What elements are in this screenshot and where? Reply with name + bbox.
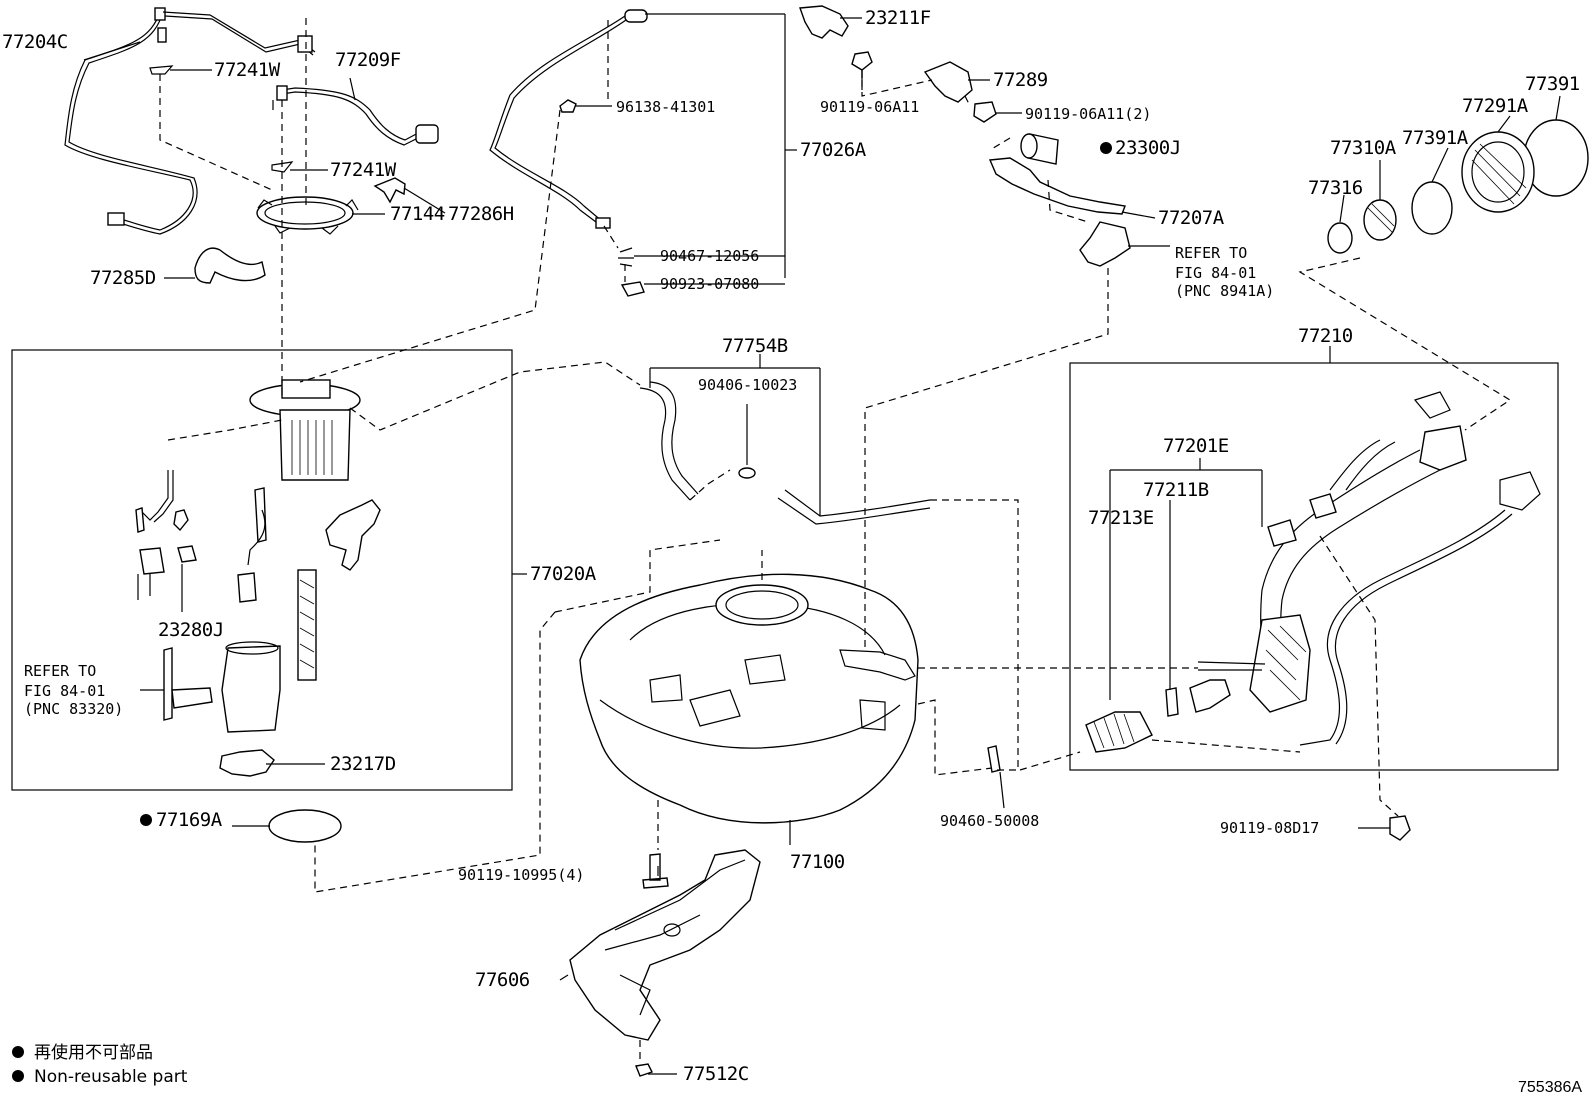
filler-pipe-77210 <box>1085 391 1541 753</box>
wire-77204C <box>64 7 316 235</box>
label-77207A: 77207A <box>1158 207 1225 229</box>
fuel-pump-group-box <box>11 349 513 791</box>
retainer-ring-77144 <box>256 196 359 235</box>
label-refer-to-8941A-line3: (PNC 8941A) <box>1175 282 1274 300</box>
label-refer-to-8941A-line1: REFER TO <box>1175 244 1247 262</box>
label-77026A: 77026A <box>800 139 867 161</box>
bolt-90119-10995 <box>642 853 669 889</box>
clip-77241W-lower <box>271 161 294 173</box>
hole-77606 <box>663 923 681 937</box>
bracket-77286H <box>373 177 406 204</box>
label-77606: 77606 <box>475 969 530 991</box>
clip-77241W-upper <box>149 65 174 75</box>
label-77286H: 77286H <box>448 203 514 225</box>
legend-line-english: Non-reusable part <box>34 1067 188 1087</box>
cap-77310A <box>1363 199 1397 241</box>
label-90406-10023: 90406-10023 <box>698 376 797 394</box>
gasket-77169A <box>268 809 342 843</box>
label-77210: 77210 <box>1298 325 1353 347</box>
legend-line-japanese: 再使用不可部品 <box>34 1042 153 1063</box>
label-90119-06A11: 90119-06A11 <box>820 98 919 116</box>
label-77204C: 77204C <box>2 31 68 53</box>
clip-77512C <box>635 1063 653 1077</box>
label-23217D: 23217D <box>330 753 396 775</box>
label-90119-06A11-2: 90119-06A11(2) <box>1025 105 1151 123</box>
label-77289: 77289 <box>993 69 1048 91</box>
label-96138-41301: 96138-41301 <box>616 98 715 116</box>
fuel-tank-77100 <box>579 573 919 824</box>
label-refer-to-83320-line2: FIG 84-01 <box>24 682 105 700</box>
housing-77291A <box>1461 131 1535 213</box>
label-90923-07080: 90923-07080 <box>660 275 759 293</box>
label-90119-10995: 90119-10995(4) <box>458 866 584 884</box>
filler-pipe-group-box <box>1069 362 1559 771</box>
label-77211B: 77211B <box>1143 479 1209 501</box>
canister-filter-23300J <box>1020 133 1059 165</box>
label-77241W-lower: 77241W <box>330 159 397 181</box>
label-77241W-upper: 77241W <box>214 59 281 81</box>
label-77512C: 77512C <box>683 1063 749 1085</box>
label-23211F: 23211F <box>865 7 931 29</box>
label-refer-to-8941A-line2: FIG 84-01 <box>1175 264 1256 282</box>
label-77020A: 77020A <box>530 563 597 585</box>
bolt-90119-08D17 <box>1389 815 1411 841</box>
legend-bullet-2 <box>12 1070 24 1082</box>
hose-77754B <box>639 381 931 525</box>
protector-77285D <box>194 247 266 284</box>
label-77316: 77316 <box>1308 177 1363 199</box>
wire-77209F <box>272 85 439 146</box>
cap-90923-07080 <box>620 281 645 297</box>
non-reusable-mark-77169A <box>140 814 152 826</box>
fuel-pump-assembly-77020A <box>135 379 381 777</box>
label-refer-to-83320-line3: (PNC 83320) <box>24 700 123 718</box>
label-77285D: 77285D <box>90 267 156 289</box>
bracket-77289 <box>923 61 973 103</box>
bracket-23211F <box>799 5 849 39</box>
gasket-77391 <box>1523 119 1589 197</box>
label-77391: 77391 <box>1525 73 1580 95</box>
protector-77606 <box>569 849 761 1041</box>
bracket-77207A <box>988 157 1126 215</box>
legend-bullet-1 <box>12 1046 24 1058</box>
leader-lines <box>83 13 1561 1075</box>
non-reusable-mark-23300J <box>1100 142 1112 154</box>
valve-8941A <box>1079 221 1131 267</box>
label-77144: 77144 <box>390 203 445 225</box>
label-refer-to-83320-line1: REFER TO <box>24 662 96 680</box>
clip-90467-12056 <box>618 247 634 267</box>
clamp-96138-41301 <box>559 99 577 113</box>
label-90460-50008: 90460-50008 <box>940 812 1039 830</box>
label-77100: 77100 <box>790 851 845 873</box>
bolt-90119-06A11-2 <box>973 101 997 123</box>
vent-tube-77026A <box>489 9 648 229</box>
label-90119-08D17: 90119-08D17 <box>1220 819 1319 837</box>
assembly-lines <box>159 18 1512 1064</box>
figure-id: 755386A <box>1518 1079 1582 1096</box>
label-77209F: 77209F <box>335 49 401 71</box>
label-77391A: 77391A <box>1402 127 1469 149</box>
protector-77606-inner <box>604 859 746 1016</box>
label-77201E: 77201E <box>1163 435 1229 457</box>
label-23280J: 23280J <box>158 619 224 641</box>
label-77310A: 77310A <box>1330 137 1397 159</box>
label-77213E: 77213E <box>1088 507 1154 529</box>
label-77754B: 77754B <box>722 335 788 357</box>
label-77169A: 77169A <box>156 809 223 831</box>
label-77291A: 77291A <box>1462 95 1529 117</box>
label-90467-12056: 90467-12056 <box>660 247 759 265</box>
label-23300J: 23300J <box>1115 137 1181 159</box>
gasket-77316 <box>1327 222 1353 254</box>
gasket-77391A <box>1411 181 1453 235</box>
